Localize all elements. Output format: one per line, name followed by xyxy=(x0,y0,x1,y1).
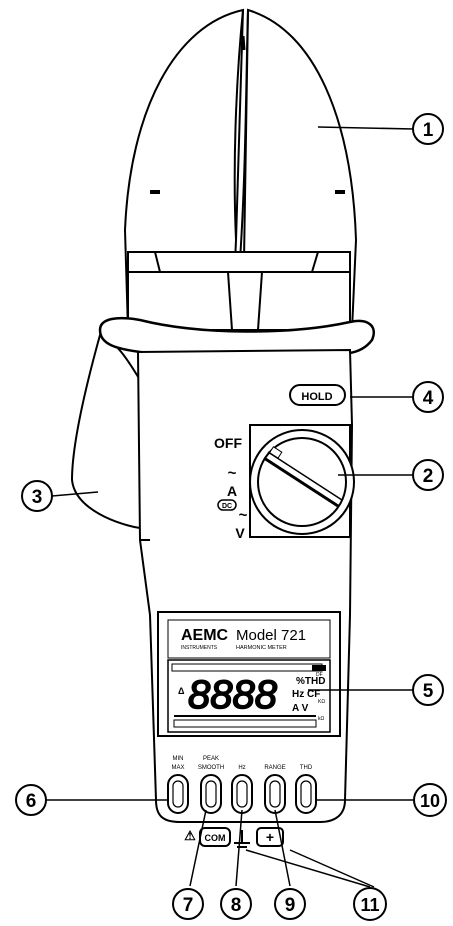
switch-labels: OFF ~ A DC ~ V xyxy=(214,435,248,541)
callouts: 1 2 3 4 5 6 7 8 9 10 11 xyxy=(15,113,447,921)
lcd-unit-kohm-a: KΩ xyxy=(318,699,325,705)
warning-icon: ⚠ xyxy=(184,828,196,843)
clamp-jaws xyxy=(123,8,358,331)
rotary-switch[interactable] xyxy=(249,424,355,538)
svg-text:11: 11 xyxy=(360,895,379,915)
callout-10: 10 xyxy=(413,783,447,817)
brand-subtitle: INSTRUMENTS xyxy=(181,645,218,651)
terminals: ⚠ COM + xyxy=(184,827,284,848)
thd-button[interactable] xyxy=(295,774,317,814)
callout-2: 2 xyxy=(412,459,444,491)
svg-text:1: 1 xyxy=(423,120,434,141)
svg-text:2: 2 xyxy=(423,466,434,487)
range-button[interactable] xyxy=(264,774,286,814)
btn-label-min: MIN xyxy=(173,756,184,762)
btn-label-smooth: SMOOTH xyxy=(198,765,224,771)
switch-ac-symbol: ~ xyxy=(228,465,237,482)
callout-11: 11 xyxy=(353,887,387,921)
hold-label: HOLD xyxy=(301,391,332,403)
com-terminal[interactable]: COM xyxy=(199,827,231,847)
button-labels: MIN MAX PEAK SMOOTH Hz RANGE THD xyxy=(171,756,312,771)
switch-amps-badge: DC xyxy=(222,503,232,510)
brand-logo: AEMC xyxy=(181,627,229,644)
svg-text:7: 7 xyxy=(183,895,194,916)
btn-label-max: MAX xyxy=(171,765,184,771)
lcd-unit-av: A V xyxy=(292,703,309,714)
svg-text:10: 10 xyxy=(420,791,440,811)
callout-7: 7 xyxy=(172,888,204,920)
lcd-unit-kohm-b: kΩ xyxy=(318,716,325,722)
svg-text:3: 3 xyxy=(32,487,43,508)
lcd-unit-hz-cf: Hz CF xyxy=(292,689,320,700)
svg-text:5: 5 xyxy=(423,681,434,702)
leader-lines xyxy=(46,126,415,888)
btn-label-hz: Hz xyxy=(238,765,245,771)
model-subtitle: HARMONIC METER xyxy=(236,645,287,651)
min-max-button[interactable] xyxy=(167,774,189,814)
svg-text:4: 4 xyxy=(423,388,434,409)
callout-3: 3 xyxy=(21,480,53,512)
btn-label-range: RANGE xyxy=(264,765,285,771)
switch-off-label: OFF xyxy=(214,435,242,451)
plus-terminal[interactable]: + xyxy=(256,827,284,847)
ground-icon xyxy=(234,830,250,848)
lcd-unit-thd: %THD xyxy=(296,676,325,687)
callout-9: 9 xyxy=(274,888,306,920)
lcd-delta: Δ xyxy=(178,686,185,696)
switch-volts-symbol: ~ xyxy=(239,507,248,524)
jaw-housing xyxy=(127,251,351,331)
callout-8: 8 xyxy=(220,888,252,920)
lcd-unit-df: DF xyxy=(316,672,323,678)
callout-1: 1 xyxy=(412,113,444,145)
btn-label-peak: PEAK xyxy=(203,756,219,762)
model-name: Model 721 xyxy=(236,627,306,644)
svg-text:8: 8 xyxy=(231,895,242,916)
switch-volts-label: V xyxy=(235,525,245,541)
btn-label-thd: THD xyxy=(300,765,313,771)
plus-label: + xyxy=(266,829,274,845)
svg-text:9: 9 xyxy=(285,895,296,916)
switch-amps-label: A xyxy=(227,483,237,499)
svg-text:6: 6 xyxy=(26,791,37,812)
hz-button[interactable] xyxy=(231,774,253,814)
bargraph xyxy=(173,715,317,728)
callout-5: 5 xyxy=(412,674,444,706)
jaw-trigger xyxy=(70,333,141,530)
callout-6: 6 xyxy=(15,784,47,816)
hold-button[interactable]: HOLD xyxy=(289,384,346,406)
meter-body xyxy=(136,348,354,823)
lcd-display: AEMC INSTRUMENTS Model 721 HARMONIC METE… xyxy=(157,611,341,737)
lcd-digits: 8888 xyxy=(188,673,278,717)
peak-smooth-button[interactable] xyxy=(200,774,222,814)
com-label: COM xyxy=(205,833,226,843)
callout-4: 4 xyxy=(412,381,444,413)
